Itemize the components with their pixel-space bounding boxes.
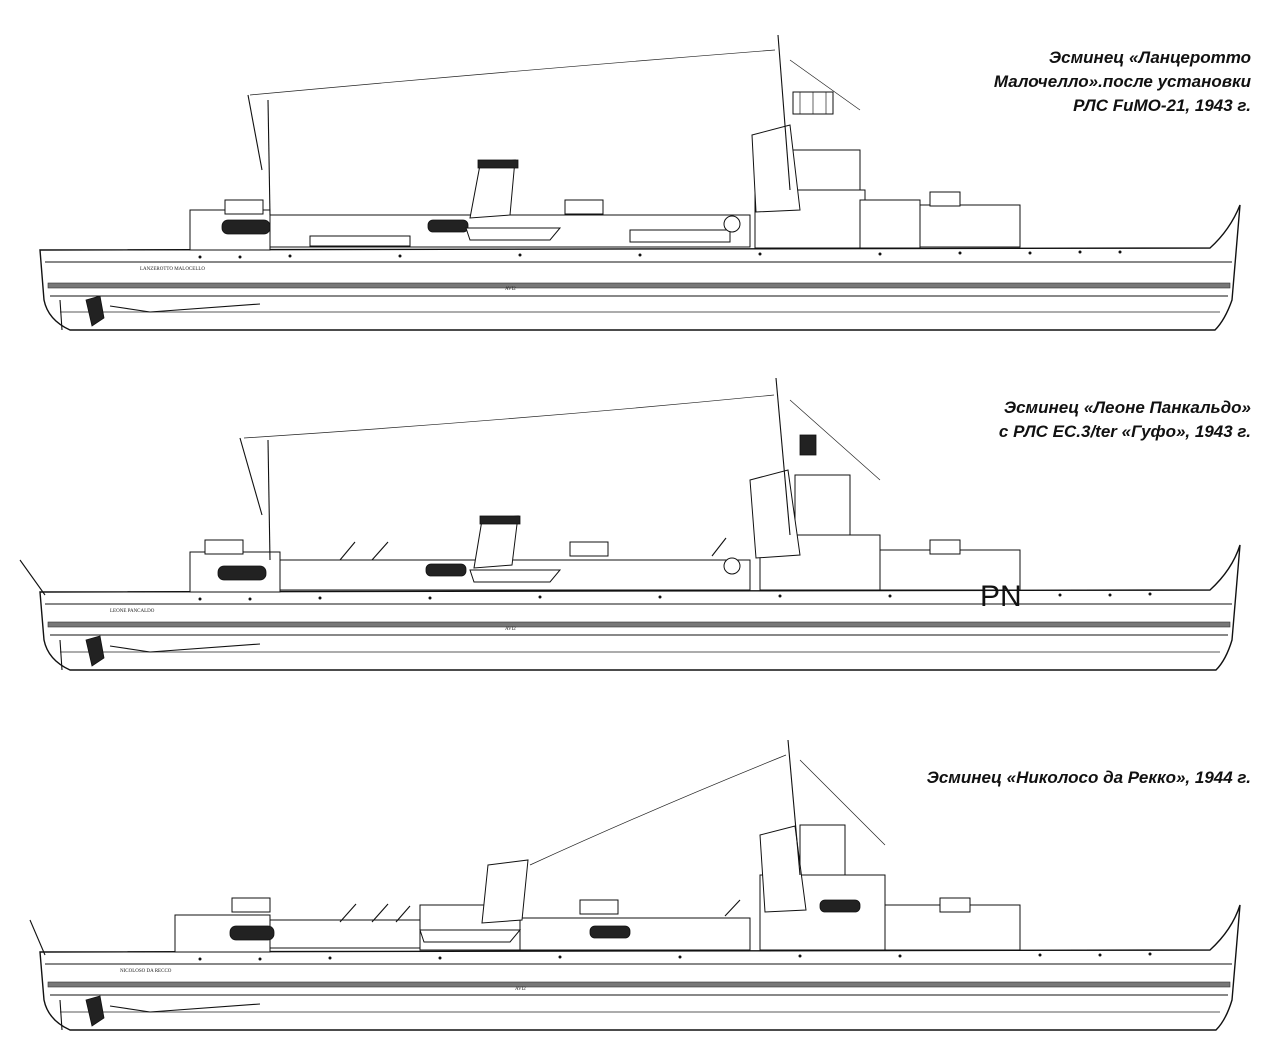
ship-profile-3: NICOLOSO DA RECCO AVI2 (29, 739, 1241, 1031)
ship-nameplate: LANZEROTTO MALOCELLO (140, 267, 205, 272)
hull (39, 204, 1241, 331)
waterline-mark: AVI2 (505, 627, 516, 632)
lifeboat (217, 565, 267, 581)
fore-mast (787, 739, 801, 876)
gun-turret (224, 199, 264, 215)
waterline-mark: AVI2 (505, 287, 516, 292)
lifeboat (427, 219, 469, 233)
boot-topping (47, 621, 1231, 628)
gun-turret (231, 897, 271, 913)
ship-caption-1: Эсминец «Ланцеротто Малочелло».после уст… (993, 48, 1251, 115)
ship-nameplate: LEONE PANCALDO (110, 609, 155, 614)
gun-turret (564, 199, 604, 215)
fore-mast (775, 377, 791, 536)
lifeboat (589, 925, 631, 939)
portholes (198, 592, 1152, 601)
portholes (198, 952, 1152, 961)
gun-turret (569, 541, 609, 557)
fore-funnel (749, 469, 801, 559)
ship-drawing-2: Эсминец «Леоне Панкальдо» с РЛС ЕС.3/ter… (0, 370, 1273, 690)
gun-turret (204, 539, 244, 555)
lifeboat (425, 563, 467, 577)
propeller (85, 635, 105, 667)
gun-turret (929, 539, 961, 555)
ship-profile-2: LEONE PANCALDO AVI2 PN (19, 377, 1241, 671)
lifeboat (221, 219, 271, 235)
hull-code: PN (980, 580, 1022, 613)
propeller (85, 995, 105, 1027)
aft-funnel (481, 859, 529, 924)
propeller (85, 295, 105, 327)
fore-funnel (759, 825, 807, 913)
motor-boat (419, 929, 522, 943)
motor-boat (465, 227, 562, 241)
lifeboat (229, 925, 275, 941)
fore-funnel (751, 124, 801, 213)
portholes (198, 250, 1122, 259)
ship-profile-1: LANZEROTTO MALOCELLO AVI2 (39, 34, 1241, 331)
aft-funnel (469, 159, 516, 219)
ship-drawing-1: Эсминец «Ланцеротто Малочелло».после уст… (0, 0, 1273, 350)
motor-boat (469, 569, 562, 583)
ship-caption-3: Эсминец «Николосо да Рекко», 1944 г. (926, 768, 1251, 787)
fore-mast (777, 34, 791, 191)
ship-drawing-3: Эсминец «Николосо да Рекко», 1944 г. (0, 730, 1273, 1054)
gun-turret (929, 191, 961, 207)
boot-topping (47, 282, 1231, 289)
main-mast (267, 99, 271, 216)
boot-topping (47, 981, 1231, 988)
gun-turret (579, 899, 619, 915)
main-mast (267, 439, 271, 561)
ship-nameplate: NICOLOSO DA RECCO (120, 969, 172, 974)
ship-caption-2: Эсминец «Леоне Панкальдо» с РЛС ЕС.3/ter… (998, 398, 1251, 441)
hull (39, 904, 1241, 1031)
hull (39, 544, 1241, 671)
waterline-mark: AVI2 (515, 987, 526, 992)
gun-turret (939, 897, 971, 913)
radar-antenna (799, 434, 817, 456)
